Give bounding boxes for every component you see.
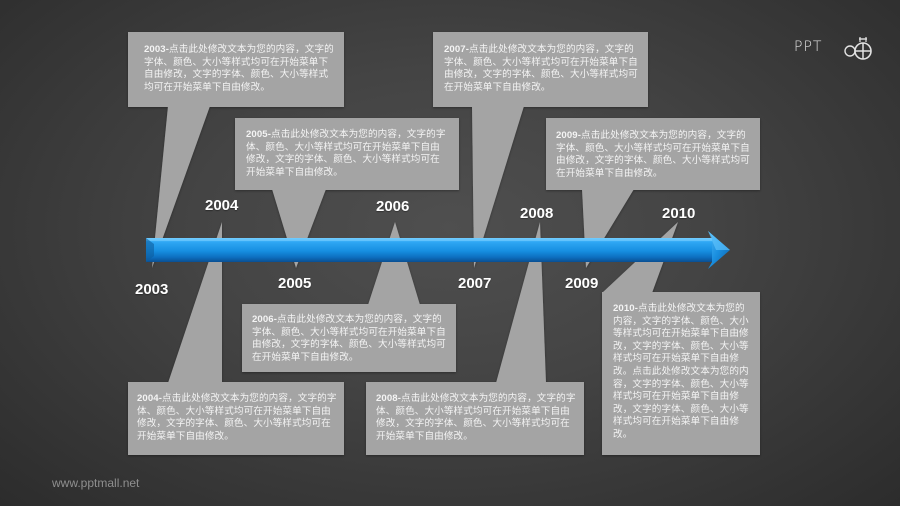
callout-2010[interactable]	[602, 222, 760, 455]
callout-2004[interactable]	[128, 222, 344, 455]
callout-text-2008: 2008-点击此处修改文本为您的内容，文字的字体、颜色、大小等样式均可在开始菜单…	[376, 393, 576, 443]
callout-text-2009: 2009-点击此处修改文本为您的内容，文字的字体、颜色、大小等样式均可在开始菜单…	[556, 130, 752, 180]
callout-body: 点击此处修改文本为您的内容，文字的字体、颜色、大小等样式均可在开始菜单下自由修改…	[444, 44, 638, 93]
callout-body: 点击此处修改文本为您的内容，文字的字体、颜色、大小等样式均可在开始菜单下自由修改…	[137, 393, 337, 442]
callout-body: 点击此处修改文本为您的内容，文字的字体、颜色、大小等样式均可在开始菜单下自由修改…	[556, 130, 750, 179]
year-label-2008: 2008	[520, 205, 554, 222]
callout-body: 点击此处修改文本为您的内容，文字的字体、颜色、大小等样式均可在开始菜单下自由修改…	[144, 44, 334, 93]
year-label-2004: 2004	[205, 197, 239, 214]
year-label-2006: 2006	[376, 198, 410, 215]
callout-body: 点击此处修改文本为您的内容，文字的字体、颜色、大小等样式均可在开始菜单下自由修改…	[246, 129, 446, 178]
callout-year: 2006-	[252, 314, 278, 325]
callout-2007[interactable]	[433, 32, 648, 268]
callout-body: 点击此处修改文本为您的内容，文字的字体、颜色、大小等样式均可在开始菜单下自由修改…	[252, 314, 446, 363]
callout-2005[interactable]	[235, 118, 459, 268]
callout-year: 2009-	[556, 130, 582, 141]
callout-text-2005: 2005-点击此处修改文本为您的内容，文字的字体、颜色、大小等样式均可在开始菜单…	[246, 129, 446, 179]
stopwatch-circle-icon	[844, 37, 872, 60]
year-label-2009: 2009	[565, 275, 599, 292]
callout-year: 2008-	[376, 393, 402, 404]
callout-text-2004: 2004-点击此处修改文本为您的内容，文字的字体、颜色、大小等样式均可在开始菜单…	[137, 393, 337, 443]
callout-2008[interactable]	[366, 222, 584, 455]
callout-text-2006: 2006-点击此处修改文本为您的内容，文字的字体、颜色、大小等样式均可在开始菜单…	[252, 314, 448, 364]
footer-url[interactable]: www.pptmall.net	[52, 476, 140, 490]
year-label-2005: 2005	[278, 275, 312, 292]
year-label-2007: 2007	[458, 275, 492, 292]
callout-year: 2004-	[137, 393, 163, 404]
callout-year: 2005-	[246, 129, 272, 140]
callout-2003[interactable]	[128, 32, 344, 268]
year-label-2003: 2003	[135, 281, 169, 298]
timeline-arrow	[146, 231, 730, 269]
callout-2006[interactable]	[242, 222, 456, 372]
callout-text-2003: 2003-点击此处修改文本为您的内容，文字的字体、颜色、大小等样式均可在开始菜单…	[144, 44, 334, 94]
callout-year: 2010-	[613, 303, 639, 314]
callout-text-2010: 2010-点击此处修改文本为您的内容，文字的字体、颜色、大小等样式均可在开始菜单…	[613, 303, 753, 442]
year-label-2010: 2010	[662, 205, 696, 222]
callout-year: 2007-	[444, 44, 470, 55]
callout-year: 2003-	[144, 44, 170, 55]
logo-text: PPT	[794, 39, 823, 55]
callout-body: 点击此处修改文本为您的内容，文字的字体、颜色、大小等样式均可在开始菜单下自由修改…	[376, 393, 576, 442]
logo: PPT	[794, 36, 874, 64]
callout-text-2007: 2007-点击此处修改文本为您的内容，文字的字体、颜色、大小等样式均可在开始菜单…	[444, 44, 640, 94]
callout-body: 点击此处修改文本为您的内容，文字的字体、颜色、大小等样式均可在开始菜单下自由修改…	[613, 303, 749, 440]
